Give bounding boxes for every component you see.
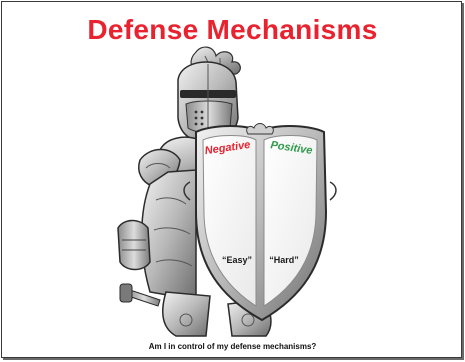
slide-question: Am I in control of my defense mechanisms… (0, 342, 465, 351)
shield-label-easy: “Easy” (222, 255, 252, 265)
shield-label-hard: “Hard” (269, 255, 299, 265)
